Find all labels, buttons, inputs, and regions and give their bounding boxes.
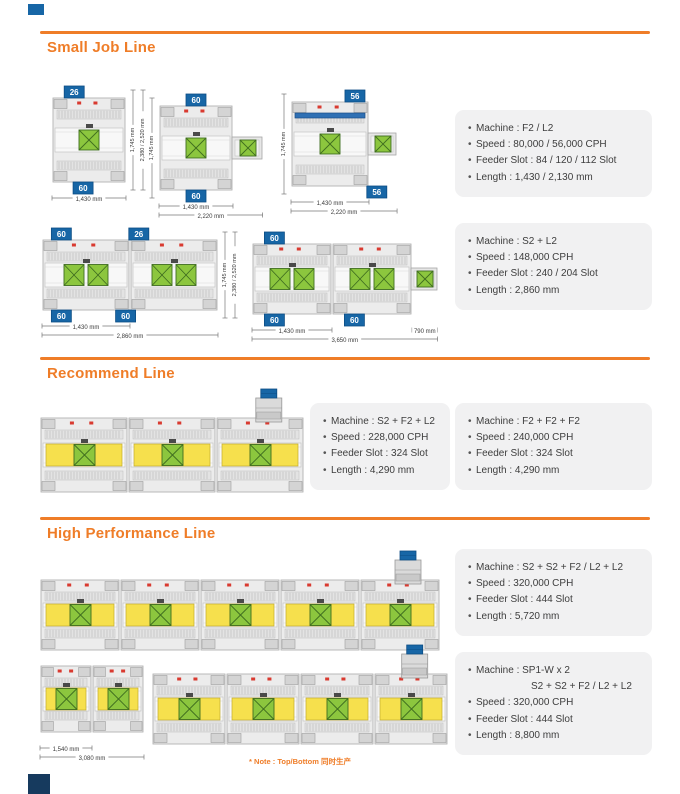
spec-line: •Machine : F2 / L2: [468, 123, 554, 134]
svg-text:1,745 mm: 1,745 mm: [222, 262, 228, 287]
spec-line: •Speed : 320,000 CPH: [468, 578, 574, 590]
svg-text:1,430 mm: 1,430 mm: [76, 197, 103, 203]
svg-text:1,540 mm: 1,540 mm: [53, 747, 80, 753]
spec-line: •Speed : 320,000 CPH: [468, 697, 574, 709]
spec-line: •Length : 1,430 / 2,130 mm: [468, 171, 593, 183]
spec-box-s2-l2: •Machine : S2 + L2 •Speed : 148,000 CPH •F…: [455, 223, 652, 310]
spec-line: •Machine : S2 + L2: [468, 236, 557, 247]
spec-line: S2 + S2 + F2 / L2 + L2: [531, 681, 632, 693]
spec-line: •Feeder Slot : 240 / 204 Slot: [468, 268, 598, 280]
svg-text:790 mm: 790 mm: [414, 329, 436, 335]
spec-line: •Machine : F2 + F2 + F2: [468, 416, 580, 427]
spec-line: •Speed : 240,000 CPH: [468, 432, 574, 444]
section-divider-small-job: [40, 31, 650, 34]
diagram-s2-l2-inline: 60 26 60 60 1,430 mm 2,860 mm 1,745 mm 2,380 / …: [40, 224, 244, 348]
diagram-sp1w-pair: 1,540 mm 3,080 mm: [38, 650, 148, 770]
spec-line: •Machine : SP1-W x 2: [468, 665, 570, 676]
svg-text:56: 56: [351, 92, 360, 101]
spec-line: •Speed : 228,000 CPH: [323, 432, 429, 444]
diagram-f2-with-tray: 60 60 1,430 mm 2,220 mm 1,745 mm: [146, 90, 267, 228]
svg-text:60: 60: [192, 192, 201, 201]
section-title-high-performance-line: High Performance Line: [47, 525, 216, 542]
svg-text:2,860 mm: 2,860 mm: [117, 334, 144, 340]
diagram-recommend-line: [38, 386, 308, 508]
spec-line: •Length : 4,290 mm: [468, 464, 560, 476]
spec-box-s2-s2-f2: •Machine : S2 + S2 + F2 / L2 + L2 •Speed …: [455, 549, 652, 636]
svg-text:2,380 / 2,520 mm: 2,380 / 2,520 mm: [232, 253, 238, 296]
svg-text:60: 60: [192, 96, 201, 105]
svg-text:3,080 mm: 3,080 mm: [79, 756, 106, 762]
svg-text:60: 60: [270, 316, 279, 325]
spec-line: •Feeder Slot : 444 Slot: [468, 713, 573, 725]
spec-line: •Speed : 148,000 CPH: [468, 252, 574, 264]
diagram-l2-with-gantry: 56 56 1,430 mm 2,220 mm 1,745 mm: [278, 86, 401, 224]
svg-text:1,745 mm: 1,745 mm: [149, 135, 155, 160]
svg-text:60: 60: [57, 312, 66, 321]
section-title-small-job-line: Small Job Line: [47, 39, 156, 56]
spec-line: •Length : 5,720 mm: [468, 610, 560, 622]
diagram-high-perf-line: [38, 548, 444, 666]
svg-text:1,745 mm: 1,745 mm: [281, 131, 287, 156]
spec-line: •Feeder Slot : 444 Slot: [468, 594, 573, 606]
spec-line: •Length : 8,800 mm: [468, 729, 560, 741]
section-divider-high-performance: [40, 517, 650, 520]
spec-line: •Machine : S2 + F2 + L2: [323, 416, 435, 427]
svg-text:1,430 mm: 1,430 mm: [317, 201, 344, 207]
page-footer-mark: [28, 774, 50, 794]
svg-text:56: 56: [372, 188, 381, 197]
spec-box-s2-f2-l2: •Machine : S2 + F2 + L2 •Speed : 228,000 …: [310, 403, 450, 490]
svg-text:60: 60: [350, 316, 359, 325]
diagram-sp1w-full-line: [150, 642, 452, 760]
svg-text:60: 60: [57, 230, 66, 239]
spec-box-sp1w: •Machine : SP1-W x 2 S2 + S2 + F2 / L2 + …: [455, 652, 652, 755]
svg-text:60: 60: [121, 312, 130, 321]
section-divider-recommend: [40, 357, 650, 360]
svg-text:1,430 mm: 1,430 mm: [279, 329, 306, 335]
svg-text:26: 26: [134, 230, 143, 239]
spec-line: •Machine : S2 + S2 + F2 / L2 + L2: [468, 562, 624, 573]
spec-line: •Feeder Slot : 324 Slot: [323, 448, 428, 460]
svg-text:3,650 mm: 3,650 mm: [331, 338, 358, 344]
svg-text:60: 60: [79, 184, 88, 193]
svg-text:2,220 mm: 2,220 mm: [331, 210, 358, 216]
page-top-corner-mark: [28, 4, 44, 15]
svg-text:1,430 mm: 1,430 mm: [183, 205, 210, 211]
spec-line: •Speed : 80,000 / 56,000 CPH: [468, 139, 607, 151]
spec-line: •Feeder Slot : 324 Slot: [468, 448, 573, 460]
svg-text:2,220 mm: 2,220 mm: [197, 214, 224, 220]
svg-text:1,430 mm: 1,430 mm: [73, 325, 100, 331]
section-title-recommend-line: Recommend Line: [47, 365, 175, 382]
svg-text:2,380 / 2,520 mm: 2,380 / 2,520 mm: [140, 118, 146, 161]
svg-text:26: 26: [70, 88, 79, 97]
spec-line: •Length : 4,290 mm: [323, 464, 415, 476]
spec-box-f2-f2-f2: •Machine : F2 + F2 + F2 •Speed : 240,000 …: [455, 403, 652, 490]
spec-line: •Feeder Slot : 84 / 120 / 112 Slot: [468, 155, 617, 167]
svg-text:1,745 mm: 1,745 mm: [130, 127, 136, 152]
top-bottom-production-note: * Note : Top/Bottom 同时生产: [249, 757, 351, 766]
svg-text:60: 60: [270, 234, 279, 243]
spec-box-f2-l2: •Machine : F2 / L2 •Speed : 80,000 / 56,0…: [455, 110, 652, 197]
spec-line: •Length : 2,860 mm: [468, 284, 560, 296]
